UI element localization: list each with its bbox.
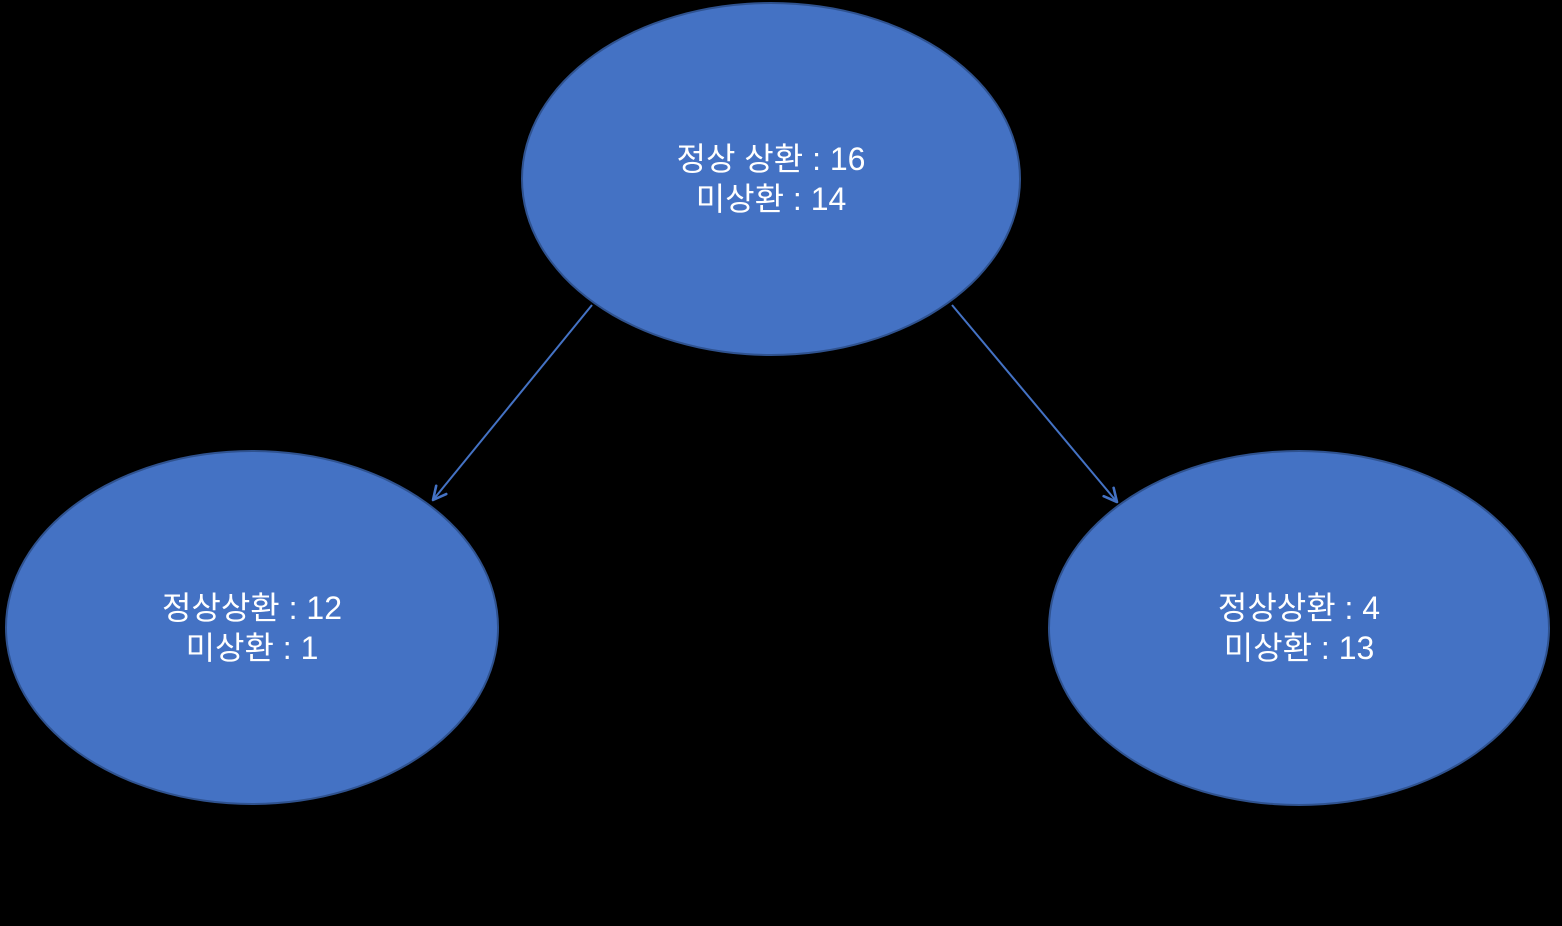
edge-root-to-right-arrow [951, 304, 1119, 504]
node-left-child-line-2: 미상환 : 1 [185, 629, 319, 666]
node-right-child-line-2: 미상환 : 13 [1223, 630, 1375, 666]
node-left-child: 정상상환 : 12 미상환 : 1 [5, 450, 499, 805]
node-root: 정상 상환 : 16 미상환 : 14 [521, 2, 1021, 356]
edge-root-to-left-arrow [431, 304, 593, 502]
node-right-child: 정상상환 : 4 미상환 : 13 [1048, 450, 1550, 806]
node-root-line-1: 정상 상환 : 16 [676, 141, 866, 177]
node-left-child-line-1: 정상상환 : 12 [161, 589, 343, 626]
node-right-child-line-1: 정상상환 : 4 [1217, 590, 1381, 626]
node-root-line-2: 미상환 : 14 [695, 181, 847, 217]
